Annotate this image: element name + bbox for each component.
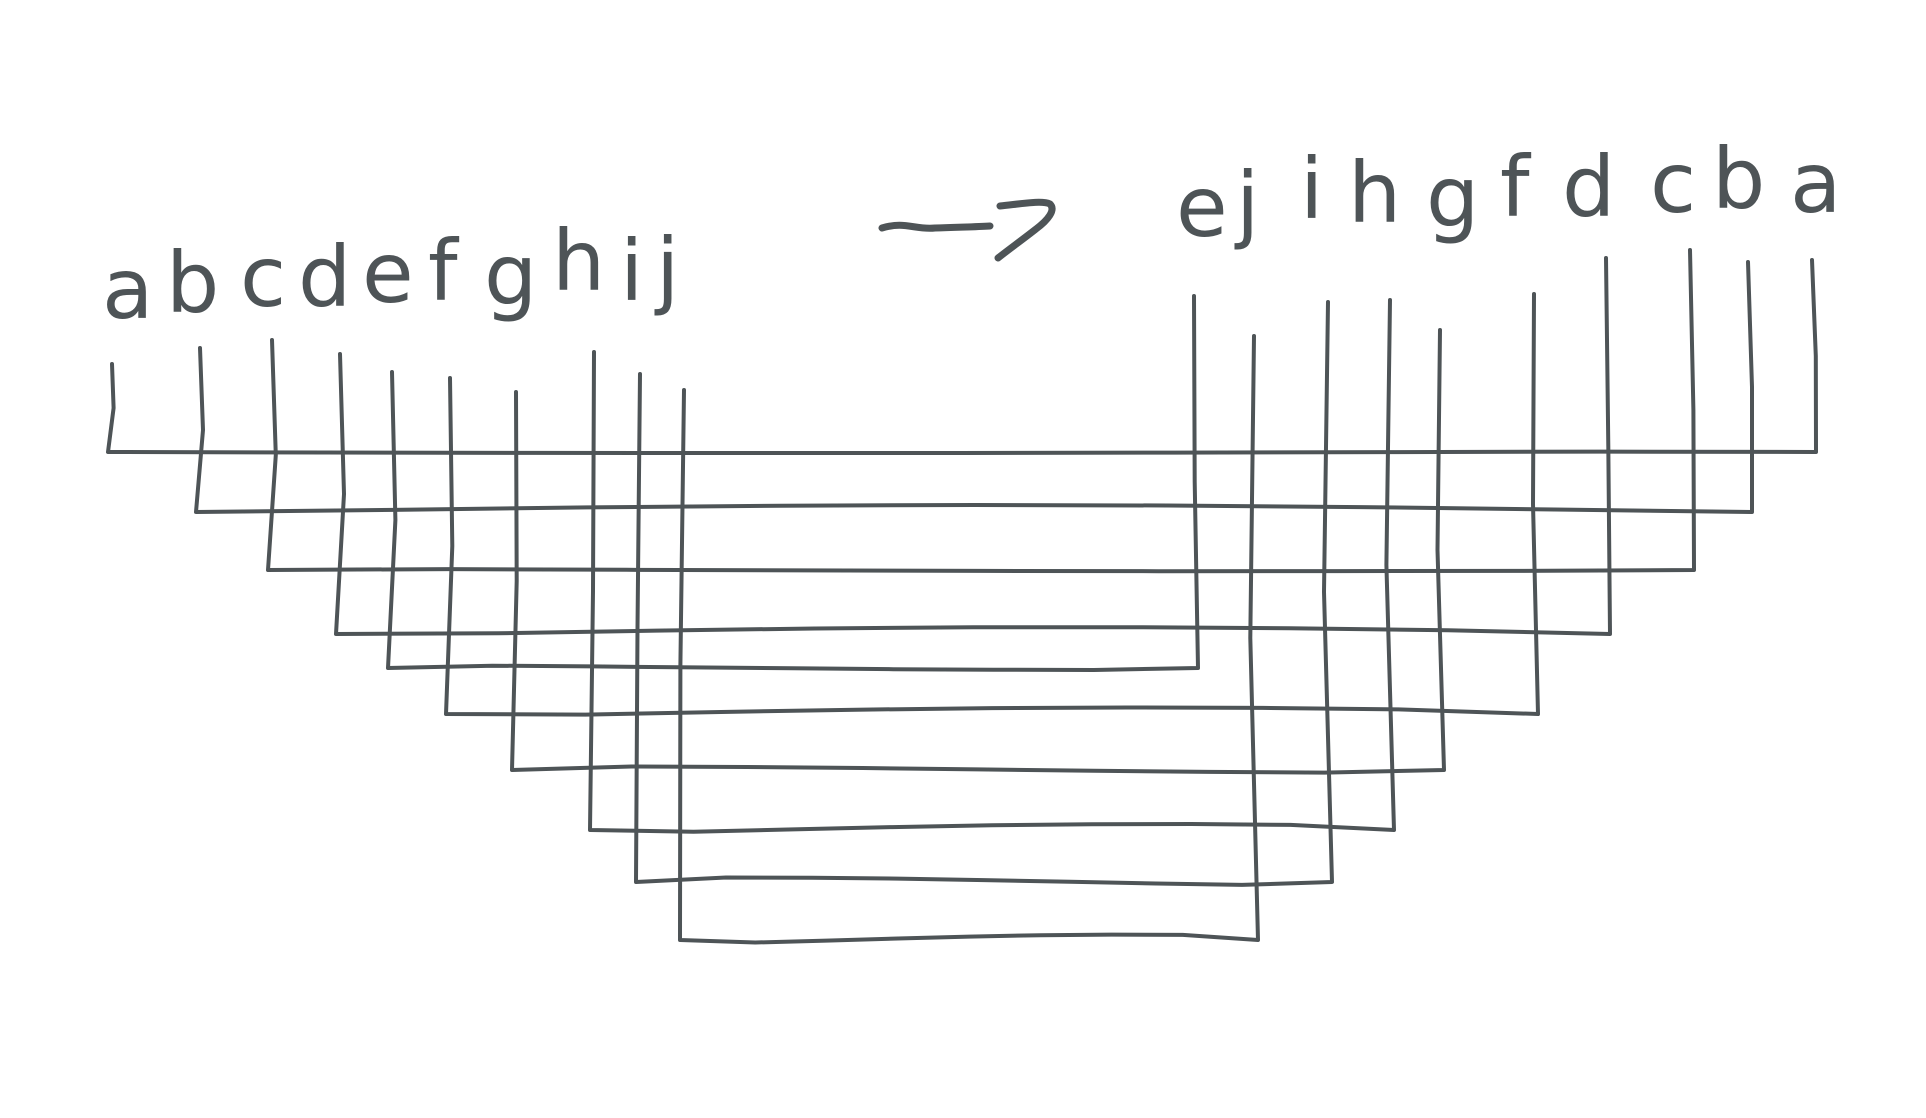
output-letter-c: c: [1650, 134, 1696, 232]
output-letter-e: e: [1176, 158, 1228, 256]
wire-d-to-d: [334, 256, 1612, 636]
wire-i-to-i: [634, 300, 1334, 887]
input-letters: a b c d e f g h i j: [102, 212, 679, 338]
wire-j-to-j: [678, 334, 1260, 945]
input-letter-b: b: [166, 234, 219, 332]
output-letter-a: a: [1790, 134, 1841, 232]
output-letter-b: b: [1712, 130, 1765, 228]
output-letters: e j i h g f d c b a: [1176, 130, 1841, 256]
input-letter-g: g: [484, 226, 537, 324]
input-letter-e: e: [362, 224, 414, 322]
wire-e-to-e: [386, 294, 1200, 672]
wire-a-to-a: [106, 258, 1818, 455]
input-letter-c: c: [240, 228, 286, 326]
arrow-icon: [878, 198, 1056, 262]
input-letter-i: i: [620, 222, 643, 320]
output-letter-h: h: [1348, 144, 1401, 242]
input-letter-d: d: [298, 228, 351, 326]
wires: [106, 248, 1818, 945]
output-letter-j: j: [1234, 154, 1259, 252]
wire-h-to-h: [588, 298, 1396, 834]
input-letter-a: a: [102, 240, 153, 338]
output-letter-g: g: [1426, 148, 1479, 246]
input-letter-h: h: [552, 212, 605, 310]
input-letter-f: f: [428, 222, 460, 320]
wire-c-to-c: [266, 248, 1696, 574]
input-letter-j: j: [654, 220, 679, 318]
output-letter-d: d: [1562, 138, 1615, 236]
wire-g-to-g: [510, 328, 1446, 775]
wire-f-to-f: [444, 292, 1540, 717]
output-letter-f: f: [1500, 138, 1532, 236]
wire-b-to-b: [194, 260, 1754, 514]
output-letter-i: i: [1300, 140, 1323, 238]
